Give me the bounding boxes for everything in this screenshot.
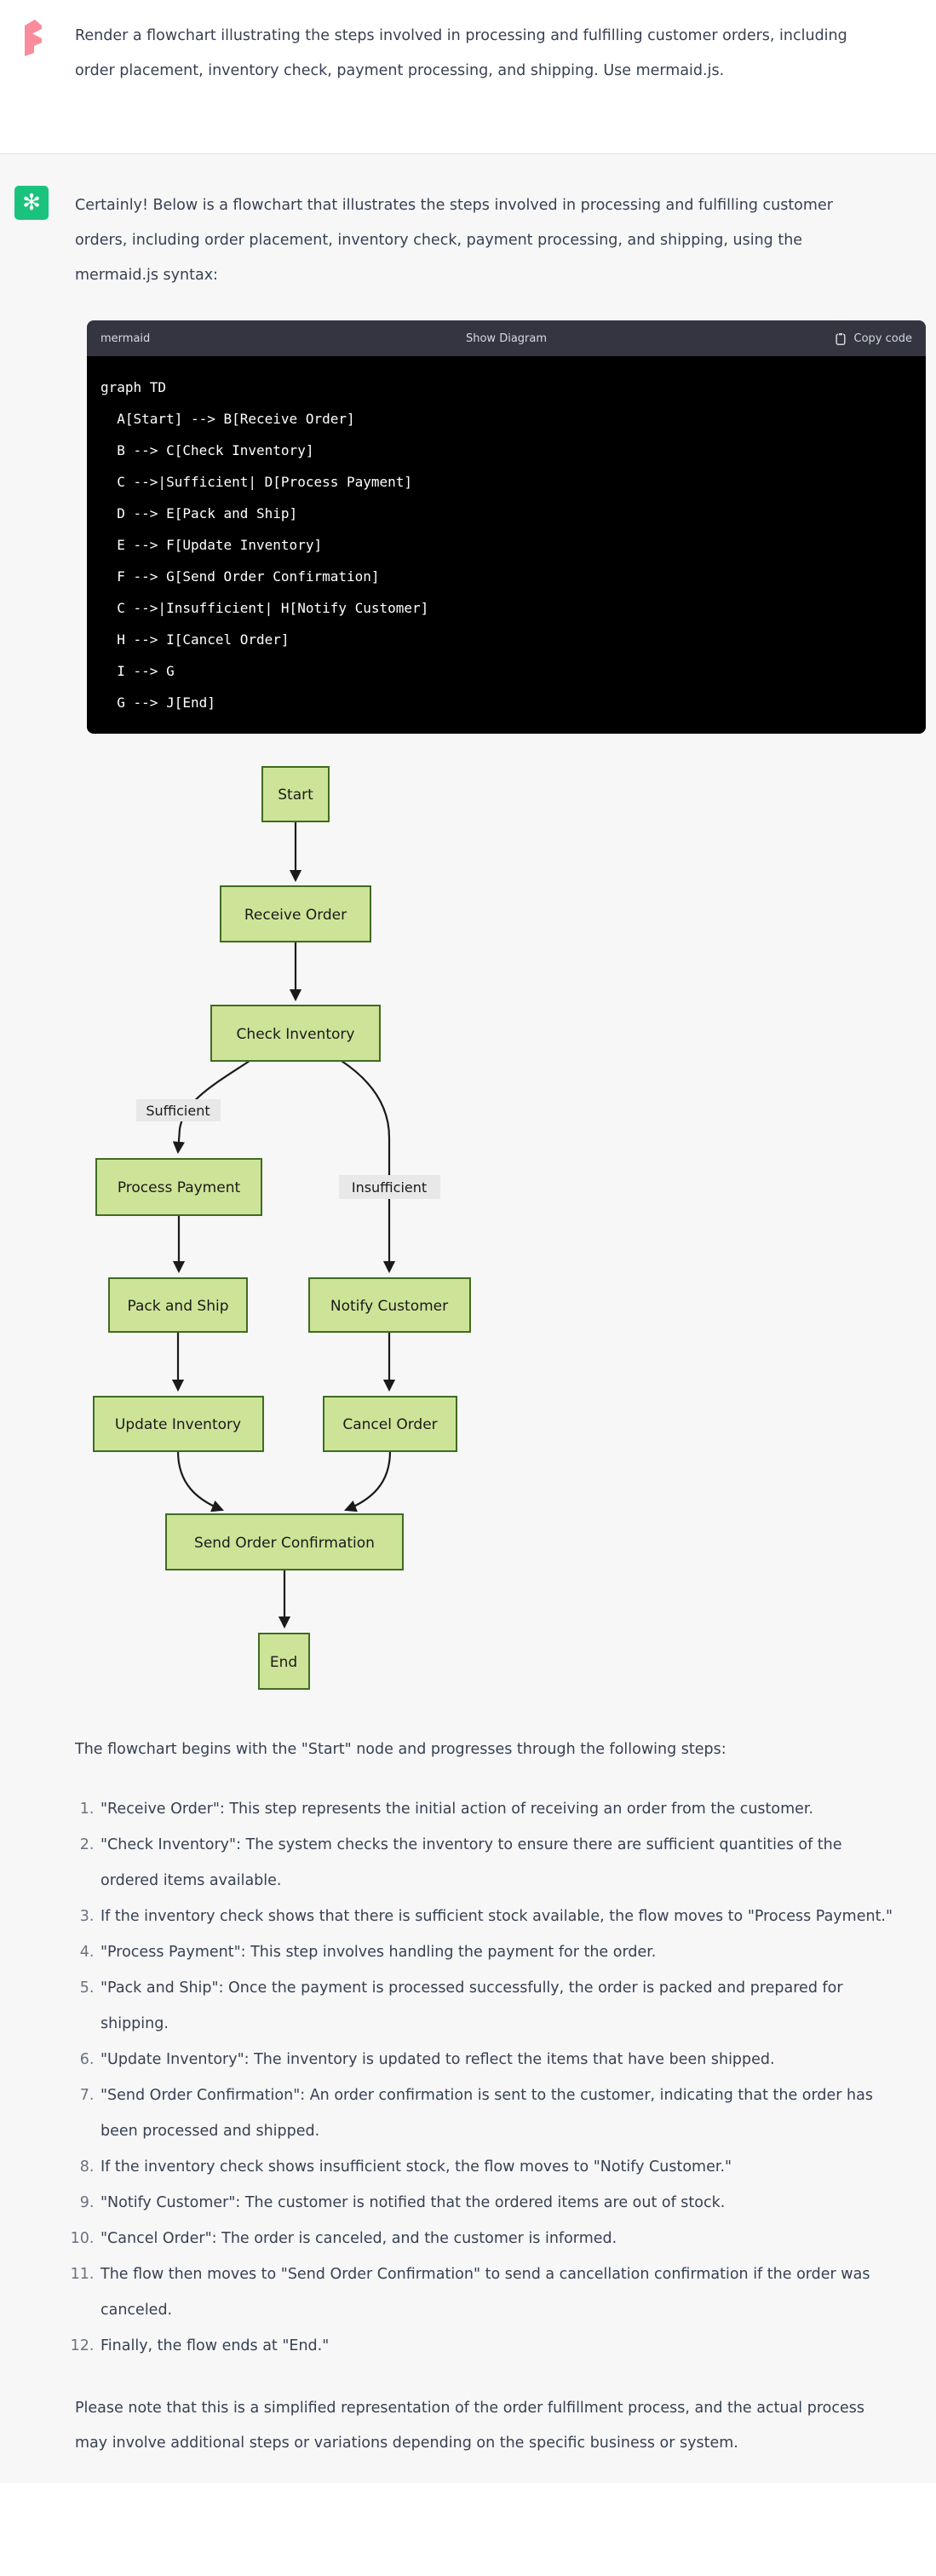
node-start-label: Start	[278, 787, 313, 804]
assistant-intro-text: Certainly! Below is a flowchart that ill…	[75, 197, 833, 284]
list-item: "Process Payment": This step involves ha…	[99, 1934, 893, 1970]
list-item: If the inventory check shows that there …	[99, 1899, 893, 1934]
code-block-body: graph TD A[Start] --> B[Receive Order] B…	[87, 356, 926, 734]
edge-label-bg	[136, 1099, 221, 1121]
copy-code-button[interactable]: Copy code	[834, 331, 912, 346]
code-line: F --> G[Send Order Confirmation]	[100, 568, 380, 585]
node-notify-customer	[308, 1277, 471, 1333]
node-process-payment-label: Process Payment	[118, 1179, 241, 1196]
node-receive-order	[220, 885, 371, 942]
code-line: C -->|Sufficient| D[Process Payment]	[100, 474, 413, 490]
node-start	[261, 766, 330, 822]
code-line: C -->|Insufficient| H[Notify Customer]	[100, 600, 429, 616]
user-avatar	[14, 17, 49, 56]
code-line: H --> I[Cancel Order]	[100, 631, 290, 648]
code-line: B --> C[Check Inventory]	[100, 442, 314, 458]
list-item: The flow then moves to "Send Order Confi…	[99, 2256, 893, 2328]
list-item: "Cancel Order": The order is canceled, a…	[99, 2221, 893, 2256]
closing-note-text: Please note that this is a simplified re…	[75, 2400, 864, 2452]
code-line: D --> E[Pack and Ship]	[100, 505, 298, 522]
node-check-inventory	[210, 1005, 381, 1062]
code-block: mermaid Show Diagram Copy code graph TD …	[87, 320, 926, 734]
edge-label-insufficient: Insufficient	[352, 1179, 427, 1196]
code-language-label: mermaid	[100, 331, 151, 345]
node-process-payment	[95, 1158, 262, 1216]
node-update-inventory-label: Update Inventory	[115, 1416, 241, 1433]
node-cancel-order	[323, 1396, 457, 1452]
clipboard-icon	[835, 331, 846, 345]
code-line: G --> J[End]	[100, 694, 215, 711]
list-item: "Update Inventory": The inventory is upd…	[99, 2042, 893, 2078]
assistant-avatar: ✻	[14, 186, 49, 220]
node-send-order-confirmation-label: Send Order Confirmation	[194, 1535, 375, 1552]
assistant-message-row: ✻ Certainly! Below is a flowchart that i…	[0, 153, 936, 2483]
code-line: A[Start] --> B[Receive Order]	[100, 411, 355, 427]
node-cancel-order-label: Cancel Order	[342, 1416, 437, 1433]
pink-f-logo-icon	[25, 20, 42, 56]
edge-label-sufficient: Sufficient	[146, 1103, 210, 1119]
node-send-order-confirmation	[165, 1513, 404, 1570]
edge-label-bg	[339, 1175, 440, 1199]
steps-list: "Receive Order": This step represents th…	[75, 1791, 893, 2364]
list-item: If the inventory check shows insufficien…	[99, 2149, 893, 2185]
node-pack-and-ship-label: Pack and Ship	[128, 1298, 229, 1315]
edge-check-to-process	[172, 1060, 250, 1155]
edge-update-to-confirmation	[176, 1450, 224, 1513]
node-end-label: End	[270, 1654, 297, 1671]
code-line: graph TD	[100, 379, 167, 395]
list-item: Finally, the flow ends at "End."	[99, 2328, 893, 2364]
show-diagram-button[interactable]: Show Diagram	[87, 332, 926, 345]
node-receive-order-label: Receive Order	[244, 907, 347, 924]
list-item: "Pack and Ship": Once the payment is pro…	[99, 1970, 893, 2042]
steps-intro-text: The flowchart begins with the "Start" no…	[75, 1741, 726, 1758]
user-message-row: Render a flowchart illustrating the step…	[0, 0, 936, 153]
code-block-header: mermaid Show Diagram Copy code	[87, 320, 926, 356]
node-end	[258, 1633, 310, 1690]
list-item: "Notify Customer": The customer is notif…	[99, 2185, 893, 2221]
list-item: "Send Order Confirmation": An order conf…	[99, 2078, 893, 2149]
node-pack-and-ship	[108, 1277, 248, 1333]
node-check-inventory-label: Check Inventory	[237, 1026, 355, 1043]
code-line: I --> G	[100, 663, 175, 679]
list-item: "Check Inventory": The system checks the…	[99, 1827, 893, 1899]
copy-code-label: Copy code	[853, 331, 912, 345]
edge-check-to-notify	[341, 1060, 396, 1274]
edge-cancel-to-confirmation	[344, 1450, 392, 1513]
node-notify-customer-label: Notify Customer	[330, 1298, 448, 1315]
openai-logo-icon: ✻	[22, 190, 41, 216]
code-line: E --> F[Update Inventory]	[100, 537, 323, 553]
node-update-inventory	[93, 1396, 264, 1452]
mermaid-flowchart-diagram: Sufficient Insufficient Start Receive Or…	[93, 766, 471, 1690]
list-item: "Receive Order": This step represents th…	[99, 1791, 893, 1827]
user-message-text: Render a flowchart illustrating the step…	[75, 27, 847, 79]
